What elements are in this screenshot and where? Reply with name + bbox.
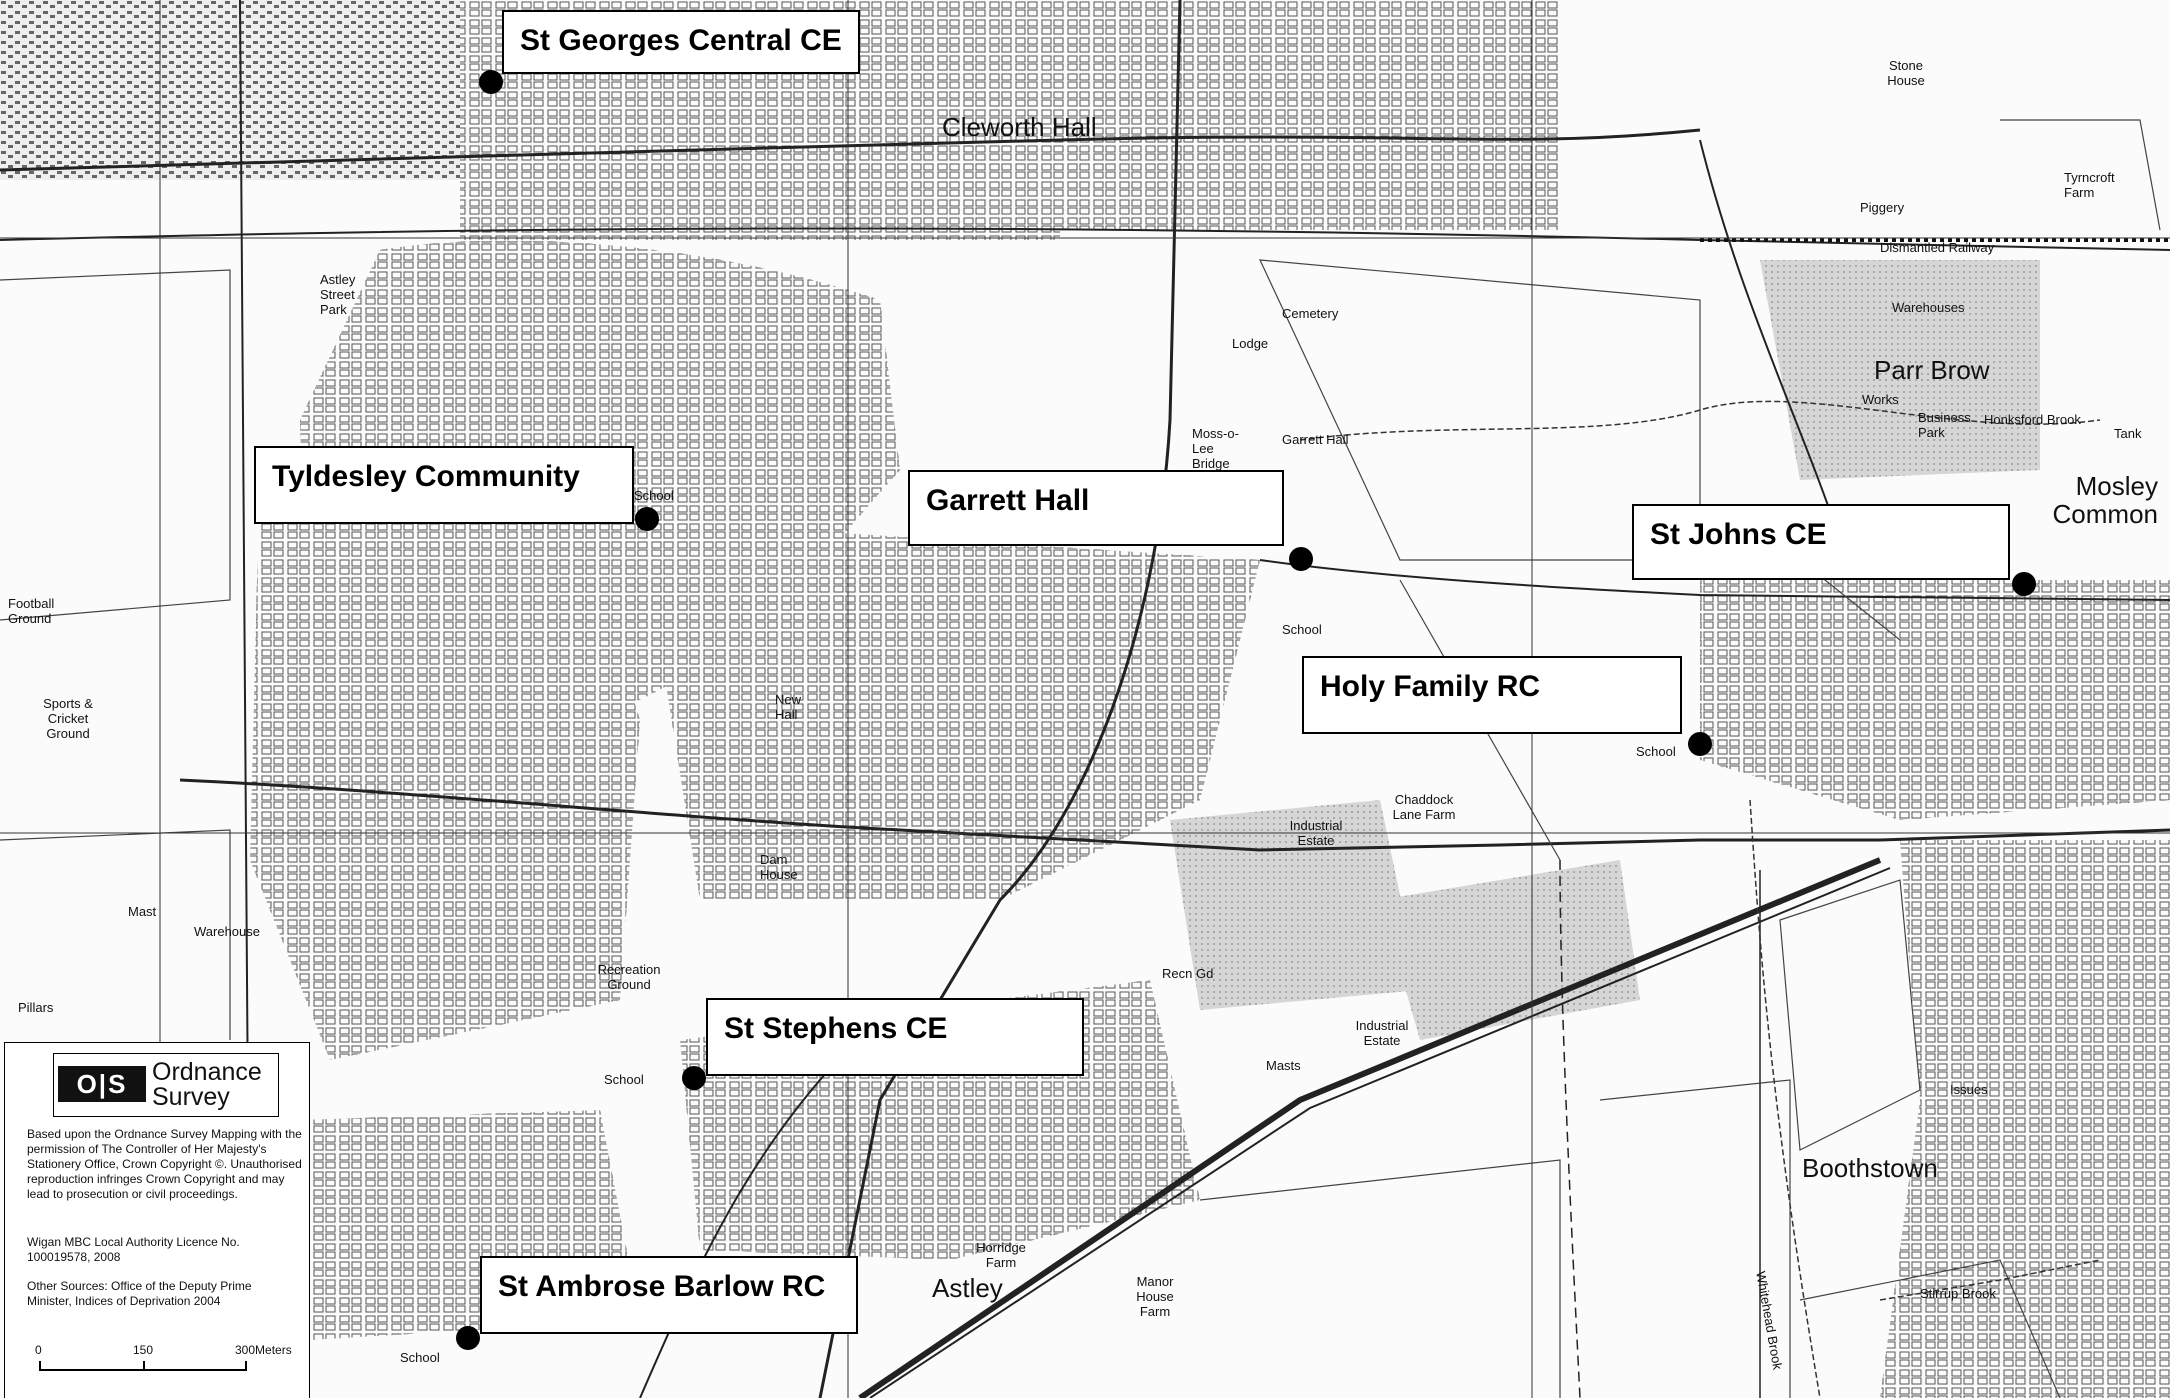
scale-tick-300 — [245, 1361, 247, 1371]
school-marker-st-georges-central-ce[interactable] — [479, 70, 503, 94]
place-tank: Tank — [2114, 426, 2142, 441]
place-sports-cricket-ground: Sports & Cricket Ground — [43, 696, 93, 741]
place-recn-gd: Recn Gd — [1162, 966, 1214, 981]
place-lodge: Lodge — [1232, 336, 1269, 351]
place-school-1: School — [634, 488, 674, 503]
place-issues: Issues — [1950, 1082, 1988, 1097]
place-masts: Masts — [1266, 1058, 1301, 1073]
place-school-2: School — [1282, 622, 1322, 637]
school-marker-st-ambrose-barlow-rc[interactable] — [456, 1326, 480, 1350]
school-label-tyldesley-community[interactable]: Tyldesley Community — [254, 446, 634, 524]
place-football-ground: Football Ground — [8, 596, 55, 626]
scale-tick-150 — [143, 1361, 145, 1371]
place-astley: Astley — [932, 1273, 1003, 1303]
place-manor-house-farm: Manor House Farm — [1136, 1274, 1174, 1319]
place-tyrncroft-farm: Tyrncroft Farm — [2064, 170, 2115, 200]
place-warehouse: Warehouse — [194, 924, 260, 939]
place-school-4: School — [604, 1072, 644, 1087]
place-school-5: School — [400, 1350, 440, 1365]
place-industrial-estate: Industrial Estate — [1289, 818, 1343, 848]
school-marker-holy-family-rc[interactable] — [1688, 732, 1712, 756]
os-logo-name: Ordnance Survey — [152, 1058, 262, 1111]
licence-notice: Wigan MBC Local Authority Licence No. 10… — [27, 1235, 240, 1264]
place-parr-brow: Parr Brow — [1874, 355, 1990, 385]
place-horridge-farm: Horridge Farm — [976, 1240, 1026, 1270]
place-mast: Mast — [128, 904, 157, 919]
place-dam-house: Dam House — [760, 852, 798, 882]
scale-label-0: 0 — [35, 1343, 42, 1357]
school-label-garrett-hall[interactable]: Garrett Hall — [908, 470, 1284, 546]
ordnance-survey-logo: O|S Ordnance Survey — [53, 1053, 279, 1117]
school-marker-tyldesley-community[interactable] — [635, 507, 659, 531]
school-marker-garrett-hall[interactable] — [1289, 547, 1313, 571]
school-marker-st-johns-ce[interactable] — [2012, 572, 2036, 596]
school-label-st-stephens-ce[interactable]: St Stephens CE — [706, 998, 1084, 1076]
school-label-st-ambrose-barlow-rc[interactable]: St Ambrose Barlow RC — [480, 1256, 858, 1334]
place-honksford-brook: Honksford Brook — [1984, 412, 2081, 427]
scale-tick-0 — [39, 1361, 41, 1371]
place-dismantled-railway: Dismantled Railway — [1880, 240, 1995, 255]
school-label-st-johns-ce[interactable]: St Johns CE — [1632, 504, 2010, 580]
sources-notice: Other Sources: Office of the Deputy Prim… — [27, 1279, 252, 1308]
map-legend-panel: O|S Ordnance Survey Based upon the Ordna… — [4, 1042, 310, 1398]
school-label-st-georges-central-ce[interactable]: St Georges Central CE — [502, 10, 860, 74]
place-new-hall: New Hall — [775, 692, 802, 722]
place-boothstown: Boothstown — [1802, 1153, 1938, 1183]
place-mosley-common: Mosley Common — [2052, 471, 2158, 529]
place-warehouses: Warehouses — [1892, 300, 1965, 315]
place-cleworth-hall: Cleworth Hall — [942, 112, 1097, 142]
place-garrett-hall: Garrett Hall — [1282, 432, 1349, 447]
place-stirrup-brook: Stirrup Brook — [1920, 1286, 1996, 1301]
scale-label-300: 300Meters — [235, 1343, 292, 1357]
place-school-3: School — [1636, 744, 1676, 759]
copyright-notice: Based upon the Ordnance Survey Mapping w… — [27, 1127, 302, 1201]
school-marker-st-stephens-ce[interactable] — [682, 1066, 706, 1090]
place-cemetery: Cemetery — [1282, 306, 1339, 321]
place-piggery: Piggery — [1860, 200, 1905, 215]
place-business-park: Business Park — [1918, 410, 1971, 440]
place-works: Works — [1862, 392, 1899, 407]
watercourses — [1299, 400, 2101, 1398]
place-pillars: Pillars — [18, 1000, 54, 1015]
place-chaddock-lane-farm: Chaddock Lane Farm — [1392, 792, 1456, 822]
scale-label-150: 150 — [133, 1343, 154, 1357]
os-logo-mark: O|S — [58, 1066, 146, 1102]
place-stone-house: Stone House — [1887, 58, 1925, 88]
place-moss-o-lee-bridge: Moss-o-Lee Bridge — [1192, 426, 1239, 471]
school-label-holy-family-rc[interactable]: Holy Family RC — [1302, 656, 1682, 734]
scale-bar: 0 150 300Meters — [33, 1341, 292, 1385]
place-industrial-estate-2: Industrial Estate — [1355, 1018, 1409, 1048]
place-recreation-ground: Recreation Ground — [597, 962, 661, 992]
place-astley-street-park: Astley Street Park — [320, 272, 356, 317]
